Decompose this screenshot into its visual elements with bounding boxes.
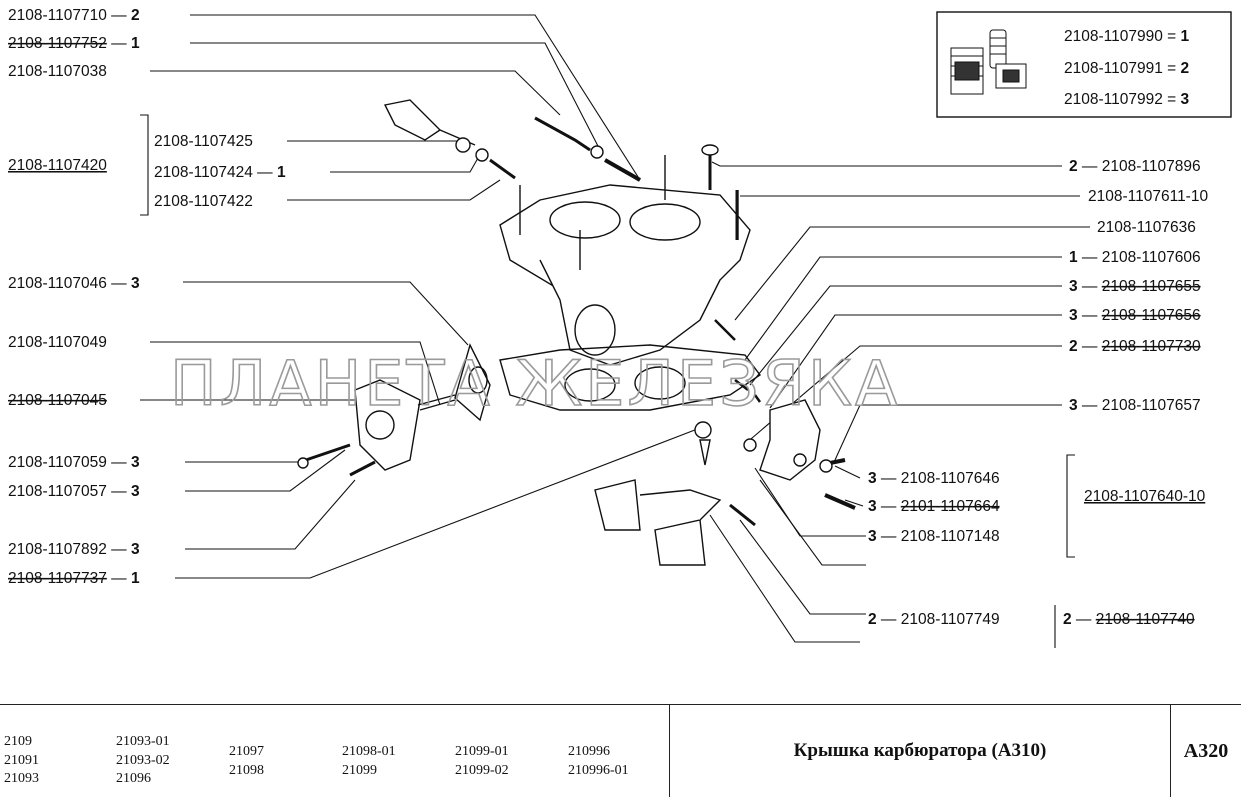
bottom-labels: 2 — 2108-1107749 2 — 2108-1107740 bbox=[868, 611, 1195, 628]
model-code: 21093-01 bbox=[116, 734, 170, 749]
label-2108-1107424: 2108-1107424 — 1 bbox=[154, 164, 286, 181]
label-2108-1107422: 2108-1107422 bbox=[154, 193, 253, 210]
label-2108-1107059: 2108-1107059 — 3 bbox=[8, 454, 140, 471]
leader-lines bbox=[140, 14, 1090, 648]
model-code: 21098 bbox=[229, 762, 264, 778]
parts-diagram: 2108-1107990 = 1 2108-1107991 = 2 2108-1… bbox=[8, 7, 1232, 648]
label-2108-1107749: 2 — 2108-1107749 bbox=[868, 611, 1000, 628]
inset-kit-icon bbox=[950, 29, 1027, 95]
label-2108-1107730: 2 — 2108-1107730 bbox=[1069, 338, 1201, 355]
page-title: Крышка карбюратора (А310) bbox=[793, 740, 1047, 761]
footer-divider bbox=[669, 705, 670, 797]
model-column-3: 21097 21098 bbox=[229, 743, 264, 780]
label-2108-1107740: 2 — 2108-1107740 bbox=[1063, 611, 1195, 628]
label-2108-1107038: 2108-1107038 bbox=[8, 63, 107, 80]
model-column-6: 210996 210996-01 bbox=[568, 743, 629, 780]
model-code: 21093 bbox=[4, 771, 39, 786]
label-2108-1107710: 2108-1107710 — 2 bbox=[8, 7, 140, 24]
label-2108-1107148: 3 — 2108-1107148 bbox=[868, 528, 1000, 545]
model-code: 21099 bbox=[342, 762, 377, 778]
label-2108-1107057: 2108-1107057 — 3 bbox=[8, 483, 140, 500]
model-code: 21093-02 bbox=[116, 752, 170, 768]
footer-table: 2109 21091 21093 21093-01 21093-02 21096… bbox=[0, 704, 1241, 797]
label-2108-1107606: 1 — 2108-1107606 bbox=[1069, 249, 1201, 266]
left-labels: 2108-1107710 — 2 2108-1107752 — 1 2108-1… bbox=[8, 7, 140, 587]
group-1107640-title: 2108-1107640-10 bbox=[1084, 488, 1206, 505]
model-code: 21091 bbox=[4, 752, 39, 768]
footer-divider bbox=[1170, 705, 1171, 797]
label-2108-1107656: 3 — 2108-1107656 bbox=[1069, 307, 1201, 324]
inset-box: 2108-1107990 = 1 2108-1107991 = 2 2108-1… bbox=[936, 11, 1232, 118]
label-2108-1107892: 2108-1107892 — 3 bbox=[8, 541, 140, 558]
model-code: 21099-02 bbox=[455, 762, 509, 778]
label-2108-1107045: 2108-1107045 bbox=[8, 392, 107, 409]
carburetor-cover-illustration bbox=[297, 99, 856, 566]
label-2108-1107425: 2108-1107425 bbox=[154, 133, 253, 150]
model-code: 21096 bbox=[116, 771, 151, 786]
label-2108-1107611-10: 2108-1107611-10 bbox=[1088, 188, 1208, 205]
model-code: 21097 bbox=[229, 744, 264, 759]
model-code: 2109 bbox=[4, 734, 32, 749]
model-code: 21098-01 bbox=[342, 744, 396, 759]
inset-row-2: 2108-1107992 = 3 bbox=[1064, 91, 1190, 108]
inset-row-0: 2108-1107990 = 1 bbox=[1064, 28, 1190, 45]
model-code: 210996-01 bbox=[568, 762, 629, 778]
model-column-4: 21098-01 21099 bbox=[342, 743, 396, 780]
label-2108-1107046: 2108-1107046 — 3 bbox=[8, 275, 140, 292]
model-code: 210996 bbox=[568, 744, 610, 759]
label-2108-1107737: 2108-1107737 — 1 bbox=[8, 570, 140, 587]
group-1107420-title: 2108-1107420 bbox=[8, 157, 107, 174]
label-2108-1107657: 3 — 2108-1107657 bbox=[1069, 397, 1201, 414]
group-2108-1107420: 2108-1107420 2108-1107425 2108-1107424 —… bbox=[8, 133, 286, 210]
model-column-2: 21093-01 21093-02 21096 bbox=[116, 733, 170, 789]
model-column-5: 21099-01 21099-02 bbox=[455, 743, 509, 780]
label-2108-1107049: 2108-1107049 bbox=[8, 334, 107, 351]
label-2108-1107752: 2108-1107752 — 1 bbox=[8, 35, 140, 52]
group-2108-1107640-10: 2108-1107640-10 3 — 2108-1107646 3 — 210… bbox=[868, 470, 1206, 545]
label-2108-1107636: 2108-1107636 bbox=[1097, 219, 1196, 236]
label-2101-1107664: 3 — 2101-1107664 bbox=[868, 498, 1000, 515]
inset-row-1: 2108-1107991 = 2 bbox=[1064, 60, 1189, 77]
label-2108-1107896: 2 — 2108-1107896 bbox=[1069, 158, 1201, 175]
label-2108-1107646: 3 — 2108-1107646 bbox=[868, 470, 1000, 487]
label-2108-1107655: 3 — 2108-1107655 bbox=[1069, 278, 1201, 295]
model-column-1: 2109 21091 21093 bbox=[4, 733, 39, 789]
model-code: 21099-01 bbox=[455, 744, 509, 759]
page-code: А320 bbox=[1183, 739, 1229, 762]
watermark-text: ПЛАНЕТА ЖЕЛЕЗЯКА bbox=[170, 347, 900, 420]
right-labels: 2 — 2108-1107896 2108-1107611-10 2108-11… bbox=[1069, 158, 1208, 414]
